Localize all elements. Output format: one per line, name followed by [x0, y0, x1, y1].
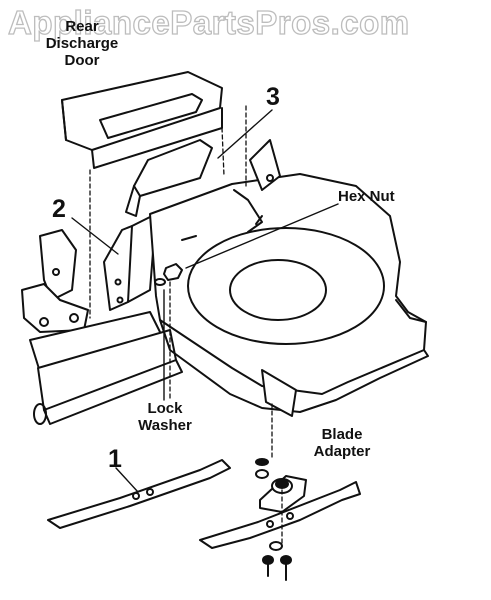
blade-adapter-label: Blade Adapter [302, 426, 382, 460]
handle-bracket-shape [21, 229, 183, 425]
leader-lines [71, 109, 339, 493]
blade-adapter-shape [255, 458, 307, 513]
hinge-bracket-part-2-shape [103, 213, 157, 311]
assembly-dashed-lines [89, 105, 283, 547]
blade-part-1-shape [47, 459, 231, 529]
hex-nut-and-washer-shape [154, 235, 197, 286]
callout-2: 2 [52, 195, 66, 223]
deflector-part-3-shape [125, 139, 213, 217]
blade-bolts-shape [262, 541, 292, 581]
label-line: Washer [138, 417, 192, 434]
lock-washer-label: Lock Washer [124, 400, 206, 434]
label-line: Discharge [45, 35, 119, 52]
hex-nut-label: Hex Nut [338, 188, 395, 205]
label-line: Door [64, 52, 100, 69]
label-line: Rear [65, 18, 99, 35]
blade-lower-shape [199, 481, 361, 549]
mower-deck-shape [149, 139, 429, 417]
callout-1: 1 [108, 445, 122, 473]
label-line: Adapter [313, 443, 371, 460]
rear-discharge-door-shape [61, 71, 223, 169]
label-line: Blade [321, 426, 363, 443]
callout-3: 3 [266, 83, 280, 111]
rear-discharge-door-label: Rear Discharge Door [36, 18, 128, 69]
watermark-text: AppliancePartsPros.com [7, 3, 410, 41]
label-line: Lock [147, 400, 183, 417]
